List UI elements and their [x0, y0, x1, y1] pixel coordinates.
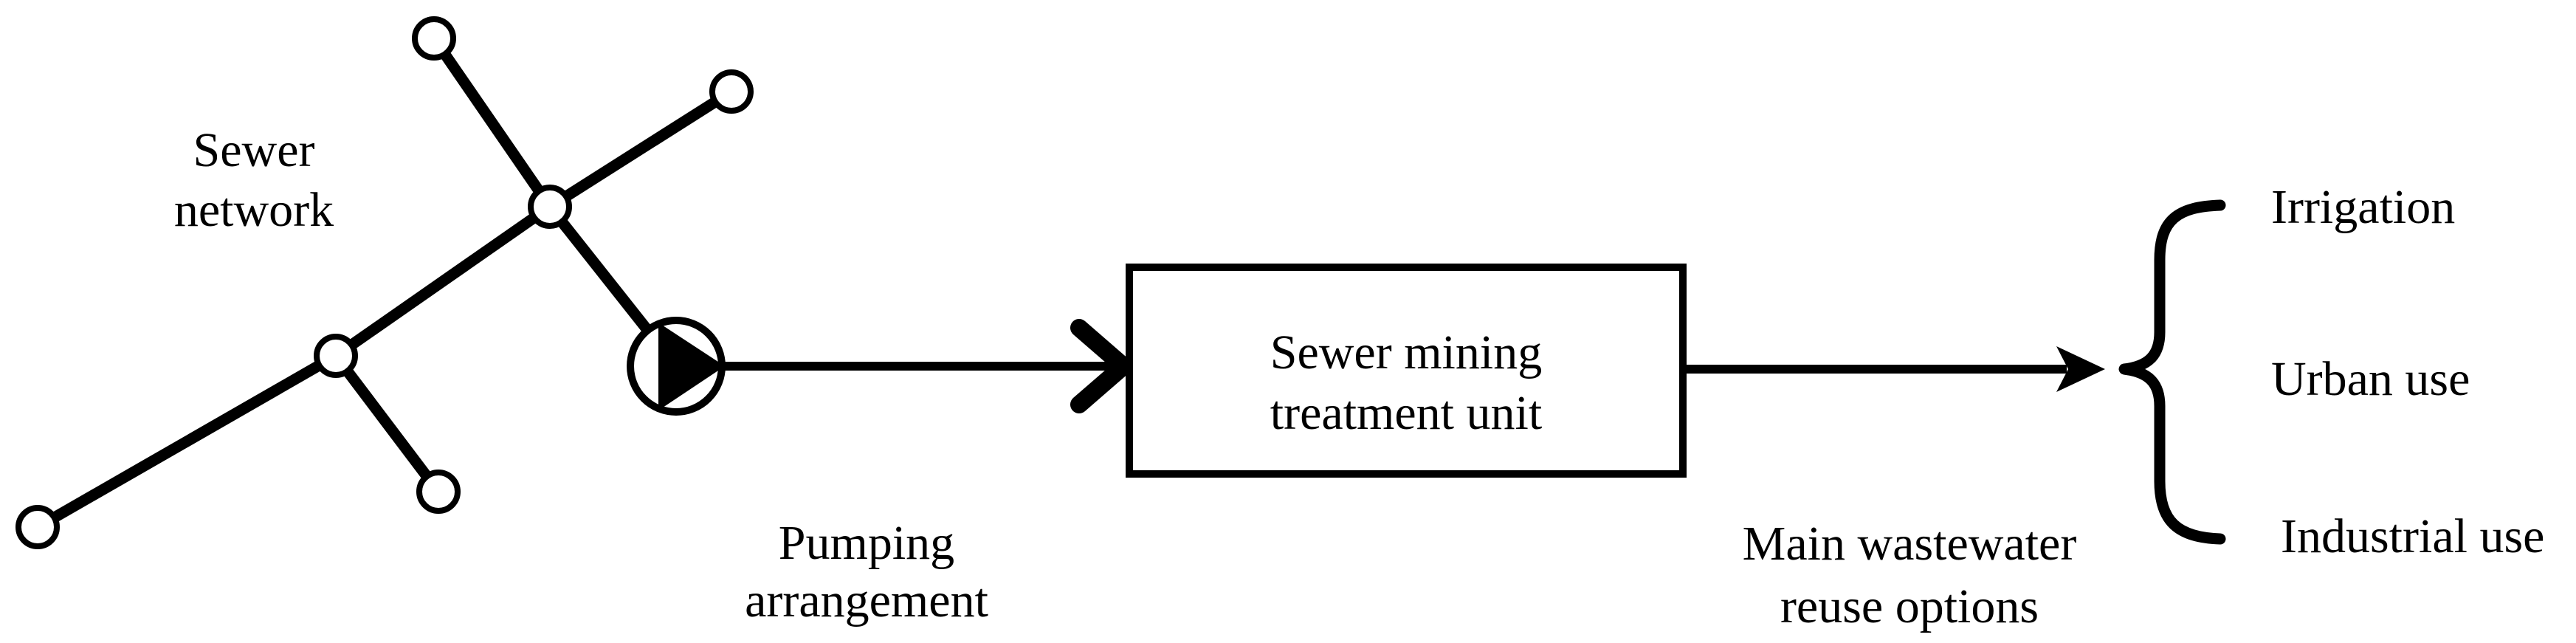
pumping-arrangement: Pumping arrangement	[627, 317, 988, 627]
node-top	[412, 16, 456, 61]
option-label-irrigation: Irrigation	[2271, 180, 2455, 234]
treatment-unit: Sewer mining treatment unit	[1126, 264, 1687, 478]
network-edge	[32, 350, 342, 533]
sewer-network: Sewer network	[16, 16, 754, 549]
reuse-options: Main wastewater reuse options Irrigation…	[1743, 180, 2545, 633]
flow-unit-to-options	[1687, 346, 2105, 392]
node-junction-left	[314, 334, 358, 378]
treatment-unit-label-line1: Sewer mining	[1270, 326, 1542, 379]
network-edges	[32, 32, 737, 533]
pumping-label-line1: Pumping	[779, 516, 954, 570]
treatment-unit-box	[1126, 264, 1687, 478]
reuse-label-line2: reuse options	[1780, 580, 2039, 633]
treatment-unit-label-line2: treatment unit	[1270, 386, 1542, 440]
pumping-label-line2: arrangement	[745, 574, 988, 627]
arrowhead-into-options-icon	[2056, 346, 2105, 392]
options-brace-icon	[2118, 199, 2226, 545]
sewer-network-label-line1: Sewer	[193, 123, 315, 177]
sewer-network-label-line2: network	[174, 183, 334, 237]
network-edge	[330, 350, 444, 498]
network-nodes	[16, 16, 754, 549]
option-label-industrial-use: Industrial use	[2281, 509, 2544, 563]
node-end-bottom-mid	[416, 470, 461, 514]
node-upper-right	[709, 69, 754, 114]
network-edge	[544, 86, 737, 213]
network-edge	[330, 201, 556, 362]
flow-pump-to-unit	[723, 319, 1132, 413]
node-end-bottom-left	[16, 505, 60, 549]
network-edge	[428, 32, 556, 213]
pump-triangle-icon	[658, 323, 725, 410]
node-junction-center	[528, 185, 572, 229]
option-label-urban-use: Urban use	[2271, 352, 2470, 406]
arrowhead-into-unit-icon	[1070, 319, 1132, 413]
reuse-label-line1: Main wastewater	[1743, 517, 2077, 571]
